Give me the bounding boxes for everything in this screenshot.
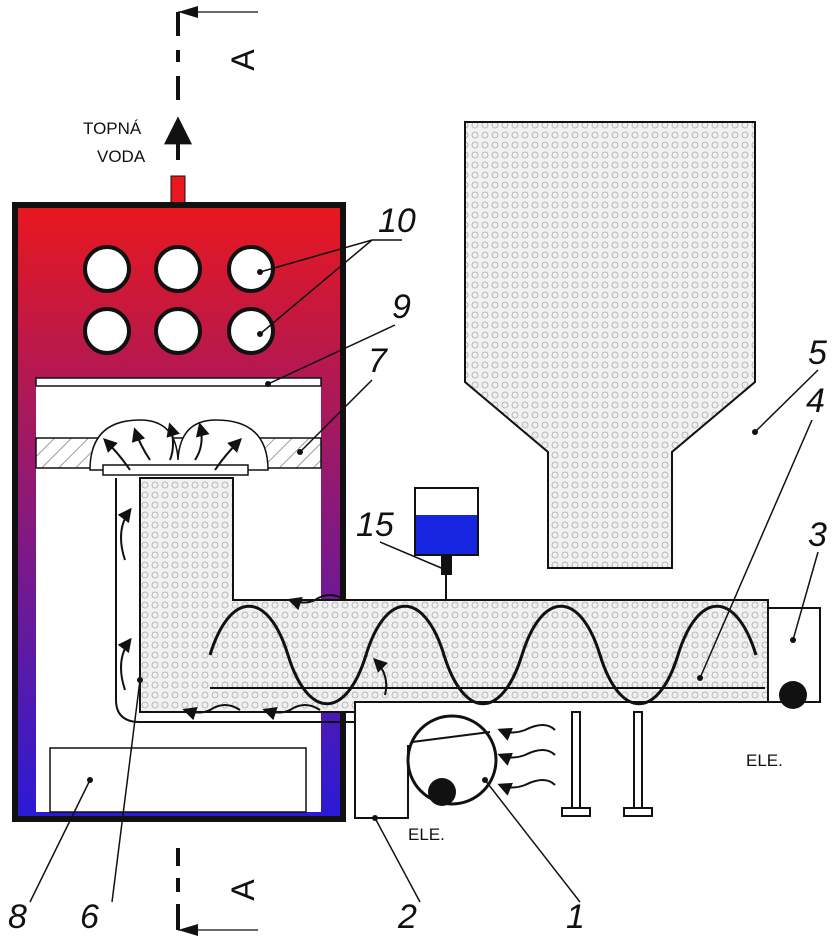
section-mark-top: A [225, 49, 261, 71]
elec-label-fan: ELE. [408, 825, 445, 844]
part-label-8: 8 [8, 898, 27, 936]
section-line-top [176, 6, 258, 100]
part-label-5: 5 [808, 334, 827, 372]
exchanger-tubes [83, 245, 275, 355]
part-label-9: 9 [392, 288, 411, 326]
elec-label-auger: ELE. [746, 751, 783, 770]
tube [83, 307, 131, 355]
burner-head [102, 464, 249, 476]
burner-elbow [115, 478, 356, 723]
part-label-10: 10 [378, 202, 416, 240]
baffle-plate [35, 377, 322, 387]
part-label-1: 1 [566, 898, 585, 936]
tube [154, 245, 202, 293]
tube [83, 245, 131, 293]
auger-screw [208, 604, 758, 706]
leader-lines [29, 239, 819, 903]
water-tank [415, 515, 478, 555]
tube [227, 245, 275, 293]
part-label-3: 3 [808, 516, 827, 554]
tube [154, 307, 202, 355]
fan-motor-plug [428, 778, 456, 806]
flame-arrows [103, 422, 242, 471]
part-label-7: 7 [368, 342, 388, 380]
auger-motor-plug [779, 681, 807, 709]
supports [561, 711, 653, 817]
fan-duct [354, 712, 409, 819]
fuel-hopper [464, 121, 756, 569]
water-tank-valve [441, 555, 452, 575]
tube [227, 307, 275, 355]
air-flow-arrows [117, 507, 556, 796]
part-label-6: 6 [80, 898, 99, 936]
section-mark-bottom: A [225, 879, 261, 901]
flow-label-line1: TOPNÁ [83, 119, 142, 138]
fan [406, 714, 498, 806]
part-label-4: 4 [806, 382, 825, 420]
section-line-bottom [176, 848, 258, 936]
part-label-15: 15 [356, 506, 394, 544]
flow-label-line2: VODA [97, 147, 146, 166]
water-outlet-pipe [170, 175, 186, 207]
part-label-2: 2 [397, 898, 417, 936]
